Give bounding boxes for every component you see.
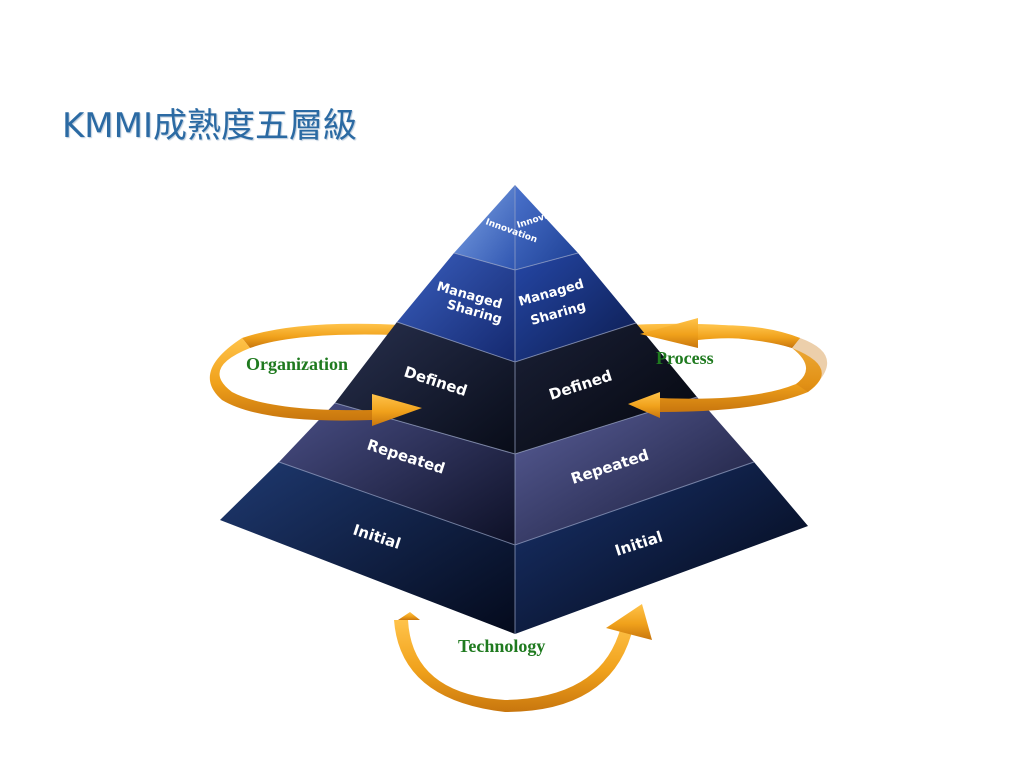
pyramid (220, 185, 808, 634)
tier-defined-right-face (515, 323, 697, 454)
tier-repeated-right-face (515, 397, 754, 545)
organization-label: Organization (246, 354, 348, 374)
process-arrow (628, 318, 828, 418)
tier-managed-right-face (515, 253, 636, 362)
tier-managed-left-face (397, 253, 515, 362)
tier-innovation-right-face (515, 185, 578, 270)
tier-defined-left-face (335, 322, 515, 454)
tier-repeated-left-face (279, 403, 515, 545)
process-label: Process (656, 348, 714, 368)
slide-title: KMMI成熟度五層級 (62, 106, 357, 146)
technology-label: Technology (458, 636, 545, 656)
tier-innovation-left-face (454, 185, 515, 270)
organization-arrow-back (242, 323, 420, 348)
organization-arrow (209, 338, 422, 426)
technology-arrow (394, 604, 652, 712)
